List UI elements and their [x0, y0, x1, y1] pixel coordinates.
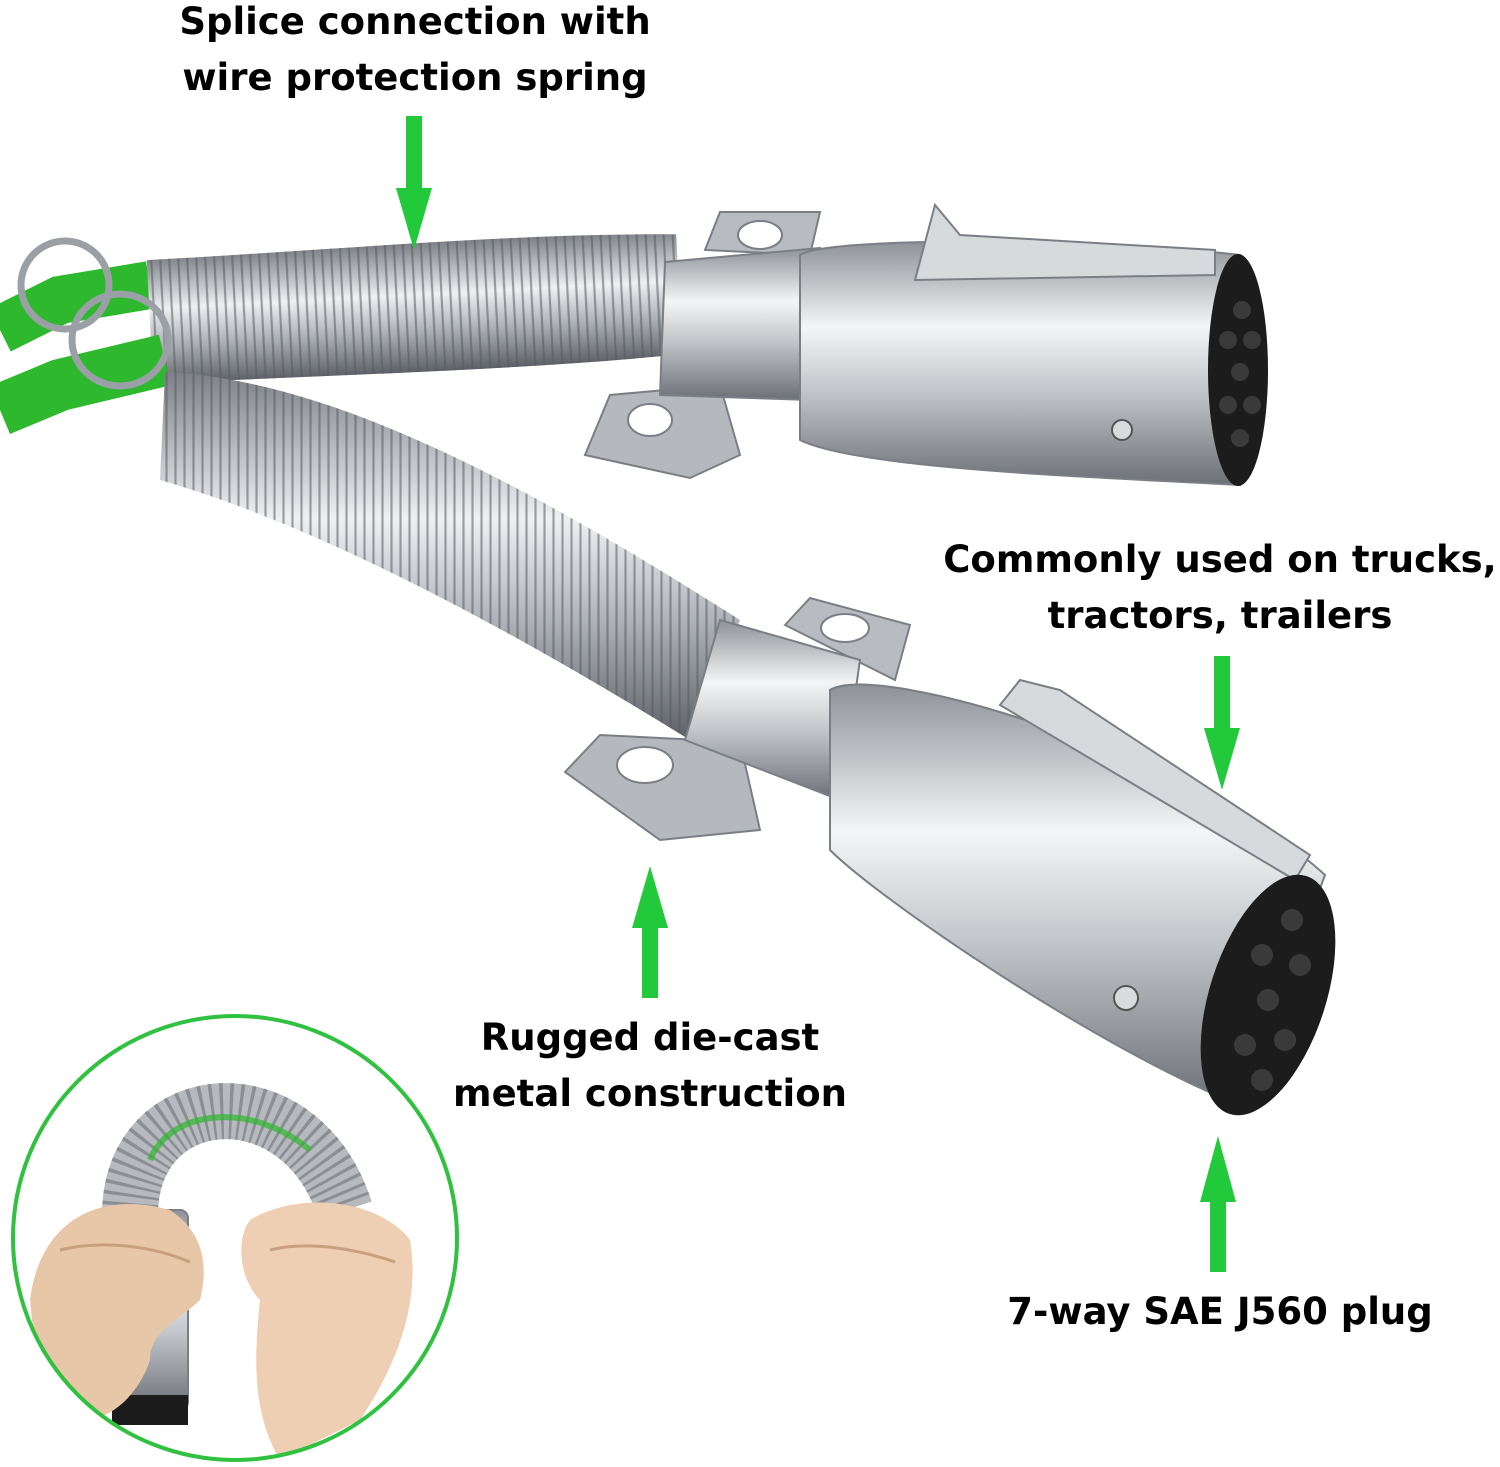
annotation-plug-line1: 7-way SAE J560 plug [1007, 1290, 1433, 1333]
annotation-diecast: Rugged die-cast metal construction [420, 1010, 880, 1122]
arrow-splice [396, 116, 432, 250]
annotation-trucks-line2: tractors, trailers [1047, 594, 1393, 637]
annotation-splice: Splice connection with wire protection s… [130, 0, 700, 106]
annotation-splice-line1: Splice connection with [179, 0, 651, 43]
arrow-diecast [632, 866, 668, 998]
arrow-plug [1200, 1136, 1236, 1272]
inset-bend-demo [11, 1014, 459, 1462]
annotation-splice-line2: wire protection spring [182, 56, 648, 99]
annotation-plug: 7-way SAE J560 plug [990, 1284, 1450, 1340]
annotation-diecast-line2: metal construction [453, 1072, 847, 1115]
annotation-diecast-line1: Rugged die-cast [480, 1016, 820, 1059]
annotation-trucks: Commonly used on trucks, tractors, trail… [940, 532, 1500, 644]
lower-plug-assembly [0, 290, 1336, 1116]
annotation-trucks-line1: Commonly used on trucks, [943, 538, 1497, 581]
inset-border [11, 1014, 459, 1462]
upper-plug-assembly [0, 202, 1268, 487]
arrow-trucks [1204, 656, 1240, 790]
